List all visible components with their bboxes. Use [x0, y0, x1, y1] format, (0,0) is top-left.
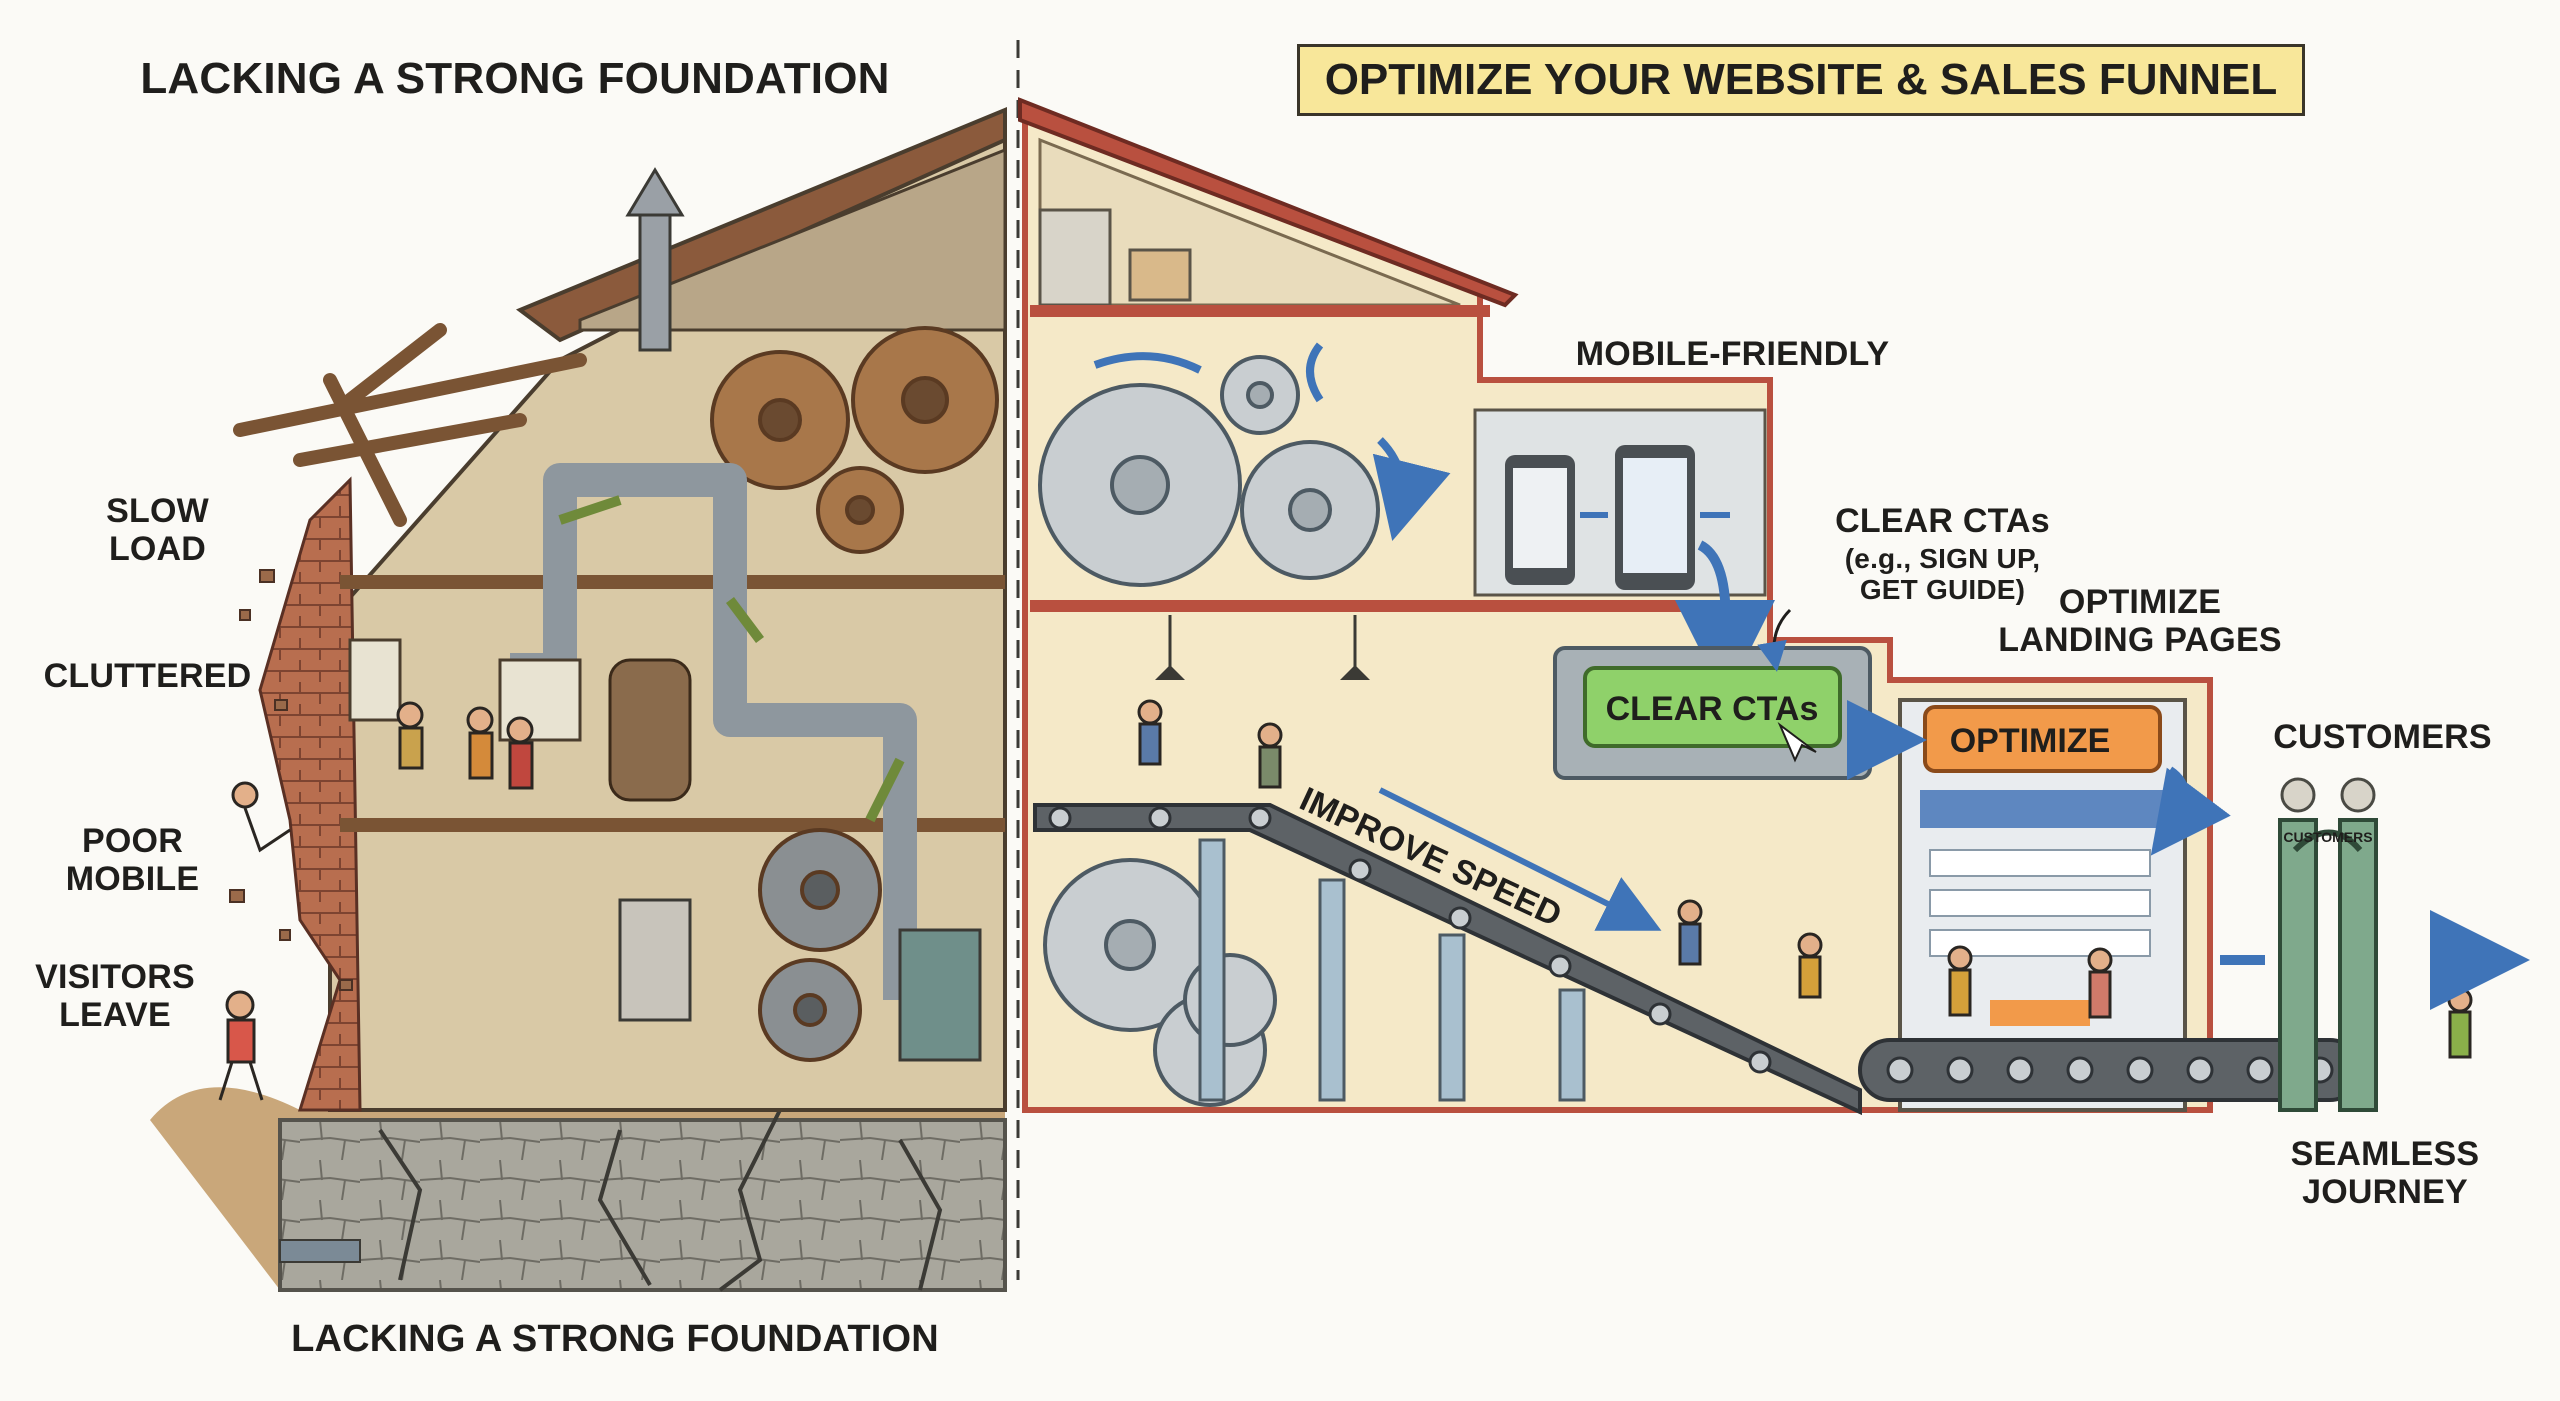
left-bottom-caption: LACKING A STRONG FOUNDATION — [291, 1318, 939, 1360]
cta-pointer-arrow — [1757, 608, 1792, 672]
lamp-icon — [1155, 665, 1370, 680]
landing-header-bar — [1920, 790, 2165, 828]
optimize-arrow — [2150, 766, 2231, 856]
broken-brick-wall — [258, 476, 362, 1112]
attic-vent — [1038, 208, 1112, 307]
conveyor-ramp — [1033, 803, 1862, 1116]
left-title: LACKING A STRONG FOUNDATION — [140, 54, 890, 103]
chimney-cap-icon — [625, 167, 685, 217]
lamp-cords — [1168, 615, 1357, 670]
crumbling-house — [150, 107, 1007, 1292]
floor-upper — [340, 575, 1005, 589]
cracked-foundation — [278, 1118, 1007, 1292]
cta-sign-plate — [1583, 666, 1842, 748]
landing-button — [1990, 1000, 2090, 1026]
chimney-pipe — [638, 208, 672, 352]
foundation-plate — [279, 1239, 361, 1263]
happy-visitors — [1137, 699, 2473, 1059]
conveyor-pillars — [1198, 838, 1586, 1102]
customers-label: CUSTOMERS — [2273, 718, 2492, 756]
attic — [578, 147, 1007, 332]
landing-fields — [1929, 849, 2151, 957]
customer-gate: CUSTOMERS — [2278, 777, 2378, 1112]
foundation-cracks — [378, 1109, 943, 1292]
seamless-journey-label: SEAMLESS JOURNEY — [2290, 1135, 2480, 1212]
red-roof — [1018, 97, 1519, 308]
floor-attic — [1030, 305, 1490, 317]
cta-sign-text: CLEAR CTAs — [1606, 690, 1819, 728]
floor-gears — [1030, 600, 1770, 612]
gear-flow-arrows — [1093, 342, 1403, 510]
rusty-gears — [710, 326, 999, 1062]
falling-debris — [229, 569, 353, 991]
water-cooler — [618, 898, 692, 1022]
gate-sign-text: CUSTOMERS — [2283, 829, 2372, 845]
flat-rollers — [1886, 1056, 2334, 1084]
optimized-house: CLEAR CTAs OPTIMIZE — [1018, 97, 2490, 1116]
problem-cluttered: CLUTTERED — [43, 657, 252, 695]
broken-beams — [233, 323, 587, 527]
problem-slow-load: SLOW LOAD — [106, 492, 209, 569]
mobile-to-cta-arrow — [1675, 540, 1775, 700]
old-machine — [898, 928, 982, 1062]
old-window — [348, 638, 402, 722]
mobile-friendly-label: MOBILE-FRIENDLY — [1575, 335, 1890, 373]
frustrated-people — [218, 701, 534, 1101]
clutter-statue — [608, 658, 692, 802]
problem-poor-mobile: POOR MOBILE — [65, 822, 200, 899]
right-title: OPTIMIZE YOUR WEBSITE & SALES FUNNEL — [1324, 55, 2278, 104]
floor-middle — [340, 818, 1005, 832]
cta-heading-label: CLEAR CTAs — [1835, 502, 2050, 540]
cursor-icon — [1777, 721, 1817, 763]
landing-pages-label: OPTIMIZE LANDING PAGES — [1998, 583, 2282, 660]
cta-examples-label: (e.g., SIGN UP, GET GUIDE) — [1844, 543, 2041, 606]
problem-visitors-leave: VISITORS LEAVE — [35, 958, 195, 1035]
leak-slime — [558, 495, 905, 823]
right-title-box: OPTIMIZE YOUR WEBSITE & SALES FUNNEL — [1297, 44, 2305, 116]
speed-arrow — [1378, 787, 1662, 931]
attic-box — [1128, 248, 1192, 302]
conveyor-rollers — [1048, 806, 1772, 1074]
optimize-sign-text: OPTIMIZE — [1950, 722, 2111, 760]
